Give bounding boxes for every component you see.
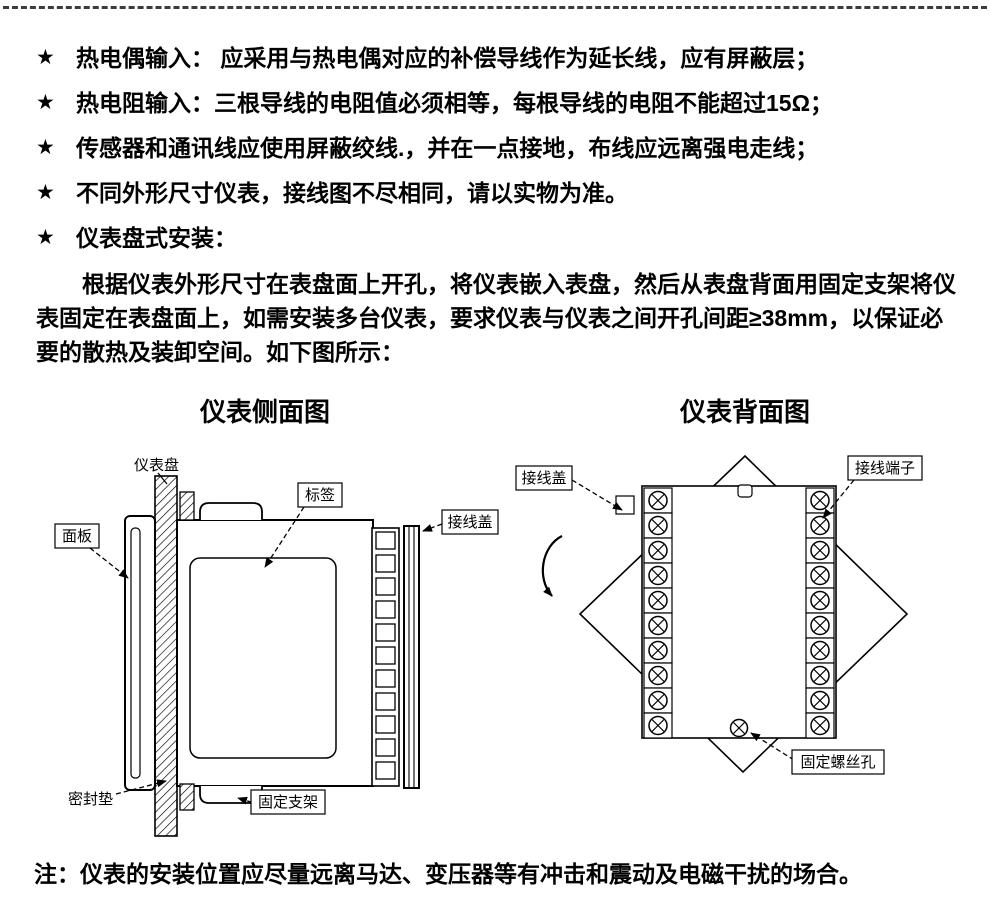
star-icon: ★ [36,226,55,249]
label-wiring-cover: 接线盖 [441,509,499,535]
label-wiring-cover: 接线盖 [515,465,573,491]
star-icon: ★ [36,91,55,114]
terminal-base [641,485,837,739]
rotate-arrow-icon [541,535,563,597]
bullet-item: ★ 传感器和通讯线应使用屏蔽绞线.，并在一点接地，布线应远离强电走线； [36,132,964,164]
svg-text:接线盖: 接线盖 [521,470,566,487]
wiring-cover-bar [403,525,420,789]
front-bezel-inner [130,527,141,779]
star-icon: ★ [36,136,55,159]
side-view-diagram: 仪表盘 面板 标签 接线盖 密封垫 固定支架 [54,456,499,837]
bullet-text: 热电阻输入：三根导线的电阻值必须相等，每根导线的电阻不能超过15Ω； [76,90,834,116]
panel-leader-line [157,472,168,485]
bullet-list: ★ 热电偶输入： 应采用与热电偶对应的补偿导线作为延长线，应有屏蔽层； ★ 热电… [36,42,964,254]
bullet-text: 传感器和通讯线应使用屏蔽绞线.，并在一点接地，布线应远离强电走线； [76,135,819,161]
svg-text:接线盖: 接线盖 [447,514,492,531]
label-screw-hole: 固定螺丝孔 [791,749,885,775]
bottom-screw [179,783,195,811]
cover-leader-line [422,523,443,532]
label-fixing-bracket: 固定支架 [250,789,326,815]
bullet-item: ★ 仪表盘式安装： [36,222,964,254]
front-panel-leader-line [89,547,129,579]
bullet-item: ★ 热电偶输入： 应采用与热电偶对应的补偿导线作为延长线，应有屏蔽层； [36,42,964,74]
svg-text:接线端子: 接线端子 [855,460,915,477]
mounting-panel-hatch [154,475,178,837]
bullet-text: 不同外形尺寸仪表，接线图不尽相同，请以实物为准。 [76,180,628,206]
tag-area [189,557,337,759]
top-dashed-divider [3,6,987,9]
bullet-text: 仪表盘式安装： [76,225,237,251]
top-bracket [199,502,263,520]
screw-hole-leader-line [750,732,795,761]
bullet-item: ★ 不同外形尺寸仪表，接线图不尽相同，请以实物为准。 [36,177,964,209]
svg-text:固定支架: 固定支架 [258,794,318,811]
bullet-text: 热电偶输入： 应采用与热电偶对应的补偿导线作为延长线，应有屏蔽层； [76,45,819,71]
top-tab [737,484,753,498]
label-seal-gasket: 密封垫 [68,791,113,808]
svg-text:标签: 标签 [305,487,335,504]
top-screw [179,491,195,521]
label-instrument-panel: 仪表盘 [134,456,179,474]
text-content: ★ 热电偶输入： 应采用与热电偶对应的补偿导线作为延长线，应有屏蔽层； ★ 热电… [0,0,990,369]
seal-leader-line [115,779,167,795]
tag-leader-line [264,506,305,568]
bullet-item: ★ 热电阻输入：三根导线的电阻值必须相等，每根导线的电阻不能超过15Ω； [36,87,964,119]
terminal-ladder-rungs [375,531,396,780]
terminal-column-left [643,487,673,739]
star-icon: ★ [36,46,55,69]
side-view-title: 仪表侧面图 [199,398,330,427]
back-view-diagram: 接线盖 接线端子 固定螺丝孔 [515,454,923,775]
install-paragraph: 根据仪表外形尺寸在表盘面上开孔，将仪表嵌入表盘，然后从表盘背面用固定支架将仪表固… [36,271,956,365]
svg-text:固定螺丝孔: 固定螺丝孔 [800,754,875,771]
svg-text:面板: 面板 [62,527,92,545]
label-terminal: 接线端子 [847,455,923,481]
instrument-body [176,519,374,787]
label-tag: 标签 [297,482,343,508]
hinge-tab [615,495,635,515]
cover-leader-line [571,479,623,511]
bottom-note: 注：仪表的安装位置应尽量远离马达、变压器等有冲击和震动及电磁干扰的场合。 [34,861,862,887]
star-icon: ★ [36,181,55,204]
terminal-column-right [805,487,835,739]
label-front-panel: 面板 [54,523,100,549]
terminal-leader-line [822,479,855,519]
back-view-title: 仪表背面图 [679,398,810,427]
fixing-screw [729,718,749,738]
bracket-leader-line [237,796,252,805]
